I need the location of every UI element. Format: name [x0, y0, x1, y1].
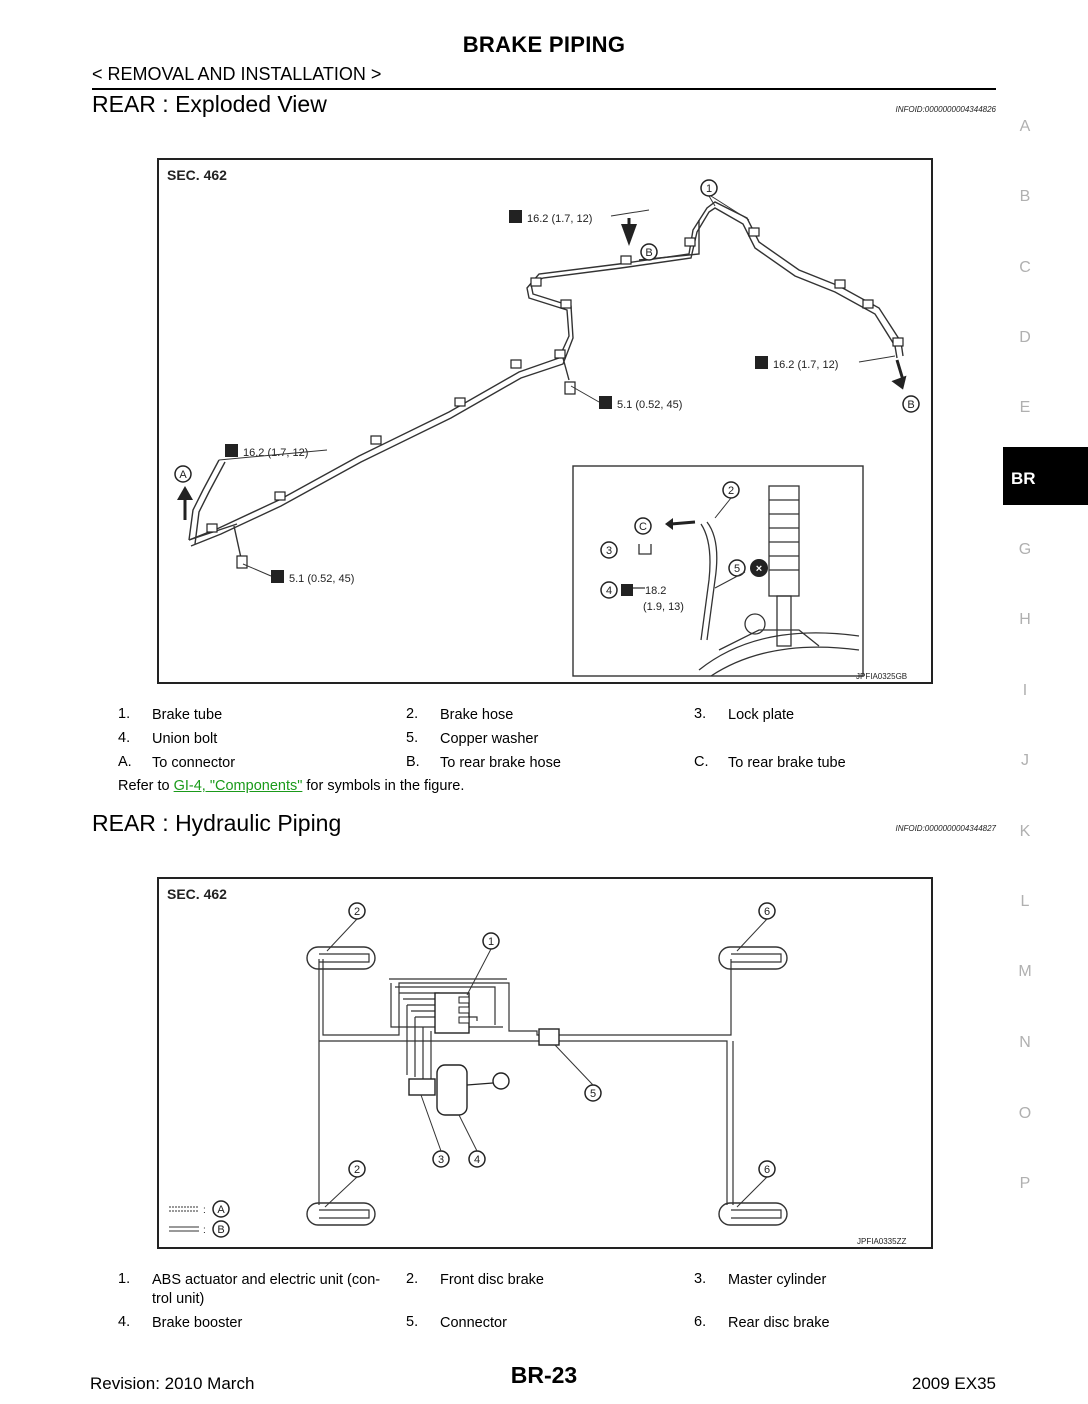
torque-wrench-icon: [509, 210, 522, 223]
legend-row: 1.ABS actuator and electric unit (con-tr…: [118, 1271, 978, 1314]
legend-item: 5.Connector: [406, 1314, 507, 1331]
legend-item: 4.Brake booster: [118, 1314, 243, 1331]
side-index: A B C D E G H I J K L M N O P: [1000, 0, 1088, 1404]
fig1-torque-right: 16.2 (1.7, 12): [773, 359, 838, 371]
figure-code-2: JPFIA0335ZZ: [857, 1237, 907, 1246]
side-index-letter[interactable]: C: [1019, 259, 1031, 276]
callout-2: 2: [728, 485, 734, 497]
callout-a: A: [179, 469, 187, 481]
callout-6: 6: [764, 906, 770, 918]
side-index-letter[interactable]: O: [1018, 1105, 1032, 1122]
callout-b: B: [217, 1224, 224, 1236]
components-link[interactable]: GI-4, "Components": [173, 778, 303, 794]
legend-item: 2.Front disc brake: [406, 1271, 544, 1288]
callout-b: B: [907, 399, 914, 411]
callout-3: 3: [438, 1154, 444, 1166]
reservoir: [492, 1072, 510, 1090]
master-cylinder: [408, 1078, 436, 1096]
legend-item: 1.Brake tube: [118, 706, 223, 723]
legend-item: 3.Lock plate: [694, 706, 795, 723]
callout-1: 1: [488, 936, 494, 948]
side-index-letter[interactable]: P: [1019, 1175, 1031, 1192]
fig1-torque-mid: 5.1 (0.52, 45): [617, 399, 682, 411]
side-index-letter[interactable]: M: [1018, 963, 1032, 980]
connector-block: [538, 1028, 560, 1046]
legend-row: 4.Brake booster 5.Connector 6.Rear disc …: [118, 1314, 978, 1338]
inset-torque-b: (1.9, 13): [643, 601, 684, 613]
callout-6: 6: [764, 1164, 770, 1176]
side-index-letter[interactable]: B: [1019, 188, 1031, 205]
brake-booster: [436, 1064, 468, 1116]
svg-text::: :: [203, 1225, 206, 1236]
legend-item: A.To connector: [118, 754, 236, 771]
legend-item: 3.Master cylinder: [694, 1271, 827, 1288]
legend-row: 1.Brake tube 2.Brake hose 3.Lock plate: [118, 706, 978, 730]
breadcrumb[interactable]: < REMOVAL AND INSTALLATION >: [92, 64, 382, 84]
callout-4: 4: [606, 585, 612, 597]
legend-row: 4.Union bolt 5.Copper washer: [118, 730, 978, 754]
legend-item: C.To rear brake tube: [694, 754, 846, 771]
infoid-hydraulic-piping: INFOID:0000000004344827: [895, 824, 996, 833]
svg-text:×: ×: [756, 563, 762, 575]
refer-note: Refer to GI-4, "Components" for symbols …: [118, 778, 465, 794]
callout-a: A: [217, 1204, 225, 1216]
side-index-letter[interactable]: G: [1018, 541, 1032, 558]
side-index-letter[interactable]: A: [1019, 118, 1031, 135]
side-index-letter[interactable]: H: [1019, 611, 1031, 628]
inset-detail-box: [572, 465, 864, 677]
torque-wrench-icon: [755, 356, 768, 369]
header-rule: [92, 88, 996, 90]
figure-code-1: JPFIA0325GB: [856, 672, 908, 681]
side-index-letter[interactable]: K: [1019, 823, 1031, 840]
callout-3: 3: [606, 545, 612, 557]
legend-row: A.To connector B.To rear brake hose C.To…: [118, 754, 978, 778]
fig1-sec-label: SEC. 462: [167, 167, 227, 183]
torque-wrench-icon: [271, 570, 284, 583]
section-title-hydraulic-piping: REAR : Hydraulic Piping: [92, 810, 342, 836]
hydraulic-piping-legend: 1.ABS actuator and electric unit (con-tr…: [118, 1271, 978, 1338]
callout-5: 5: [734, 563, 740, 575]
hydraulic-piping-figure: SEC. 462: [157, 877, 933, 1249]
legend-item: B.To rear brake hose: [406, 754, 561, 771]
hydraulic-piping-diagram: SEC. 462: [167, 886, 788, 1238]
side-tab-br[interactable]: BR: [1003, 447, 1088, 505]
callout-c: C: [639, 521, 647, 533]
callout-5: 5: [590, 1088, 596, 1100]
infoid-exploded-view: INFOID:0000000004344826: [895, 105, 996, 114]
legend-item: 2.Brake hose: [406, 706, 514, 723]
callout-b: B: [645, 247, 652, 259]
section-title-exploded-view: REAR : Exploded View: [92, 91, 327, 117]
side-index-letter[interactable]: I: [1022, 682, 1028, 699]
svg-text::: :: [203, 1205, 206, 1216]
side-index-letter[interactable]: J: [1021, 752, 1029, 769]
footer-revision: Revision: 2010 March: [90, 1374, 255, 1393]
torque-wrench-icon: [621, 584, 633, 596]
legend-item: 6.Rear disc brake: [694, 1314, 830, 1331]
side-index-letter[interactable]: N: [1019, 1034, 1031, 1051]
side-index-letter[interactable]: E: [1019, 399, 1031, 416]
fig2-sec-label: SEC. 462: [167, 886, 227, 902]
side-index-letter[interactable]: D: [1019, 329, 1031, 346]
exploded-view-legend: 1.Brake tube 2.Brake hose 3.Lock plate 4…: [118, 706, 978, 778]
do-not-reuse-icon: [750, 559, 768, 577]
inset-torque-a: 18.2: [645, 585, 666, 597]
callout-2: 2: [354, 906, 360, 918]
callout-2: 2: [354, 1164, 360, 1176]
page-title: BRAKE PIPING: [462, 32, 626, 57]
legend-item: 1.ABS actuator and electric unit (con-tr…: [118, 1271, 381, 1307]
footer-page-number: BR-23: [510, 1362, 578, 1388]
legend-item: 4.Union bolt: [118, 730, 218, 747]
exploded-view-figure: SEC. 462 16.2 (1.7, 12) 16.2 (1.7, 12) 1…: [157, 158, 933, 684]
callout-1: 1: [706, 183, 712, 195]
torque-wrench-icon: [599, 396, 612, 409]
footer-model: 2009 EX35: [911, 1374, 996, 1393]
callout-4: 4: [474, 1154, 480, 1166]
side-index-letter[interactable]: L: [1020, 893, 1030, 910]
exploded-view-diagram: SEC. 462 16.2 (1.7, 12) 16.2 (1.7, 12) 1…: [167, 167, 920, 677]
torque-wrench-icon: [225, 444, 238, 457]
fig1-torque-low: 5.1 (0.52, 45): [289, 573, 354, 585]
fig1-torque-top: 16.2 (1.7, 12): [527, 213, 592, 225]
legend-item: 5.Copper washer: [406, 730, 539, 747]
